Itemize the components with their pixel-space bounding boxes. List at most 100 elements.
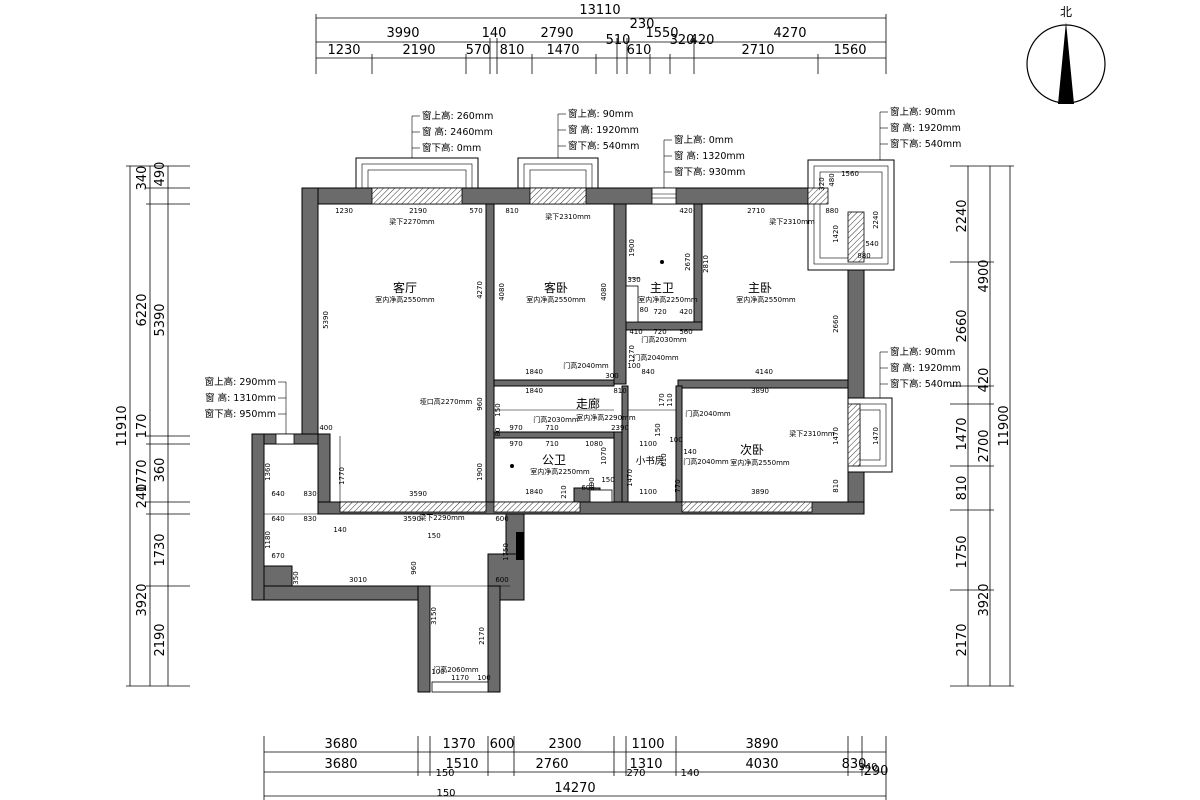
idim: 5390: [322, 311, 330, 329]
dim-bottom-r3: 270: [626, 768, 645, 779]
north-arrow-icon: [1058, 22, 1074, 104]
dim-left-r2: 360: [153, 458, 168, 483]
door-second: 门高2040mm: [685, 409, 731, 418]
room-second-height: 室内净高2550mm: [730, 458, 790, 467]
idim: 1420: [832, 225, 840, 243]
dim-top-r2: 2710: [741, 43, 774, 58]
idim: 970: [509, 424, 522, 432]
idim: 600: [495, 576, 508, 584]
w4-top: 窗上高: 90mm: [890, 106, 955, 118]
idim: 480: [828, 173, 836, 186]
w3-mid: 窗 高: 1320mm: [674, 150, 745, 162]
idim: 1470: [832, 427, 840, 445]
dim-bottom-r1: 3890: [745, 737, 778, 752]
room-guest-height: 室内净高2550mm: [526, 295, 586, 304]
idim: 830: [303, 515, 316, 523]
beam-bottom: 梁下2290mm: [419, 513, 465, 522]
w3-bottom: 窗下高: 930mm: [674, 166, 745, 178]
idim: 3890: [751, 387, 769, 395]
dim-right-r1: 3920: [977, 583, 992, 616]
dim-right: 2240 2660 1470 810 1750 2170 4900 420 27…: [950, 165, 1014, 687]
idim: 2670: [684, 253, 692, 271]
idim: 3890: [751, 488, 769, 496]
dim-left-r1: 340: [135, 166, 150, 191]
idim: 1170: [451, 674, 469, 682]
idim: 710: [545, 424, 558, 432]
w6-bottom: 窗下高: 950mm: [205, 408, 276, 420]
w2-top: 窗上高: 90mm: [568, 108, 633, 120]
dim-left-r1: 170: [135, 414, 150, 439]
dim-right-r1: 2700: [977, 429, 992, 462]
dim-right-r2: 2240: [955, 199, 970, 232]
door-pbath: 门高2030mm: [533, 415, 579, 424]
dim-bottom-r1: 600: [490, 737, 515, 752]
idim: 1080: [585, 440, 603, 448]
idim: 1100: [639, 488, 657, 496]
dim-left-r2: 1730: [153, 533, 168, 566]
window-notes: 窗上高: 260mm 窗 高: 2460mm 窗下高: 0mm 窗上高: 90m…: [205, 106, 961, 434]
door-entrance: 门高2060mm: [433, 665, 479, 674]
idim: 170: [658, 393, 666, 406]
dim-top-r2: 1560: [833, 43, 866, 58]
dim-left-r1: 240: [135, 484, 150, 509]
idim: 3010: [349, 576, 367, 584]
dim-bottom-r3: 340: [858, 762, 877, 773]
dim-bottom-r1: 2300: [548, 737, 581, 752]
dim-right-r2: 1750: [955, 535, 970, 568]
idim: 1840: [525, 488, 543, 496]
idim: 1900: [628, 239, 636, 257]
w2-mid: 窗 高: 1920mm: [568, 124, 639, 136]
dim-bottom-r2: 4030: [745, 757, 778, 772]
dim-top-r1: 230: [630, 17, 655, 32]
idim: 100: [669, 436, 682, 444]
dim-left-r2: 490: [153, 162, 168, 187]
idim: 1360: [264, 463, 272, 481]
room-corridor-height: 室内净高2290mm: [576, 413, 636, 422]
idim: 150: [654, 423, 662, 436]
door-study: 门高2040mm: [683, 457, 729, 466]
idim: 830: [303, 490, 316, 498]
room-corridor: 走廊: [576, 396, 600, 411]
idim: 100: [627, 362, 640, 370]
idim: 4080: [600, 283, 608, 301]
idim: 3590: [403, 515, 421, 523]
idim: 2170: [478, 627, 486, 645]
idim: 540: [865, 240, 878, 248]
idim: 640: [271, 490, 284, 498]
w1-mid: 窗 高: 2460mm: [422, 126, 493, 138]
idim: 210: [560, 485, 568, 498]
idim: 840: [641, 368, 654, 376]
room-guest: 客卧: [544, 280, 568, 295]
dim-left-r1: 6220: [135, 293, 150, 326]
idim: 600: [581, 484, 594, 492]
dim-left-r1: 1770: [135, 459, 150, 492]
room-second: 次卧: [740, 443, 764, 457]
dim-right-r2: 810: [955, 476, 970, 501]
idim: 2660: [832, 315, 840, 333]
dim-top-r2: 1230: [327, 43, 360, 58]
dim-left: 11910 340 6220 170 1770 240 3920 490 539…: [115, 162, 190, 687]
dim-bottom-r2: 1510: [445, 757, 478, 772]
idim: 150: [427, 532, 440, 540]
room-mbath: 主卫: [650, 281, 674, 295]
idim: 1100: [639, 440, 657, 448]
w5-mid: 窗 高: 1920mm: [890, 362, 961, 374]
w5-bottom: 窗下高: 540mm: [890, 378, 961, 390]
dim-bottom-r1: 3680: [324, 737, 357, 752]
dim-top-r2: 810: [500, 43, 525, 58]
idim: 2710: [747, 207, 765, 215]
door-guest: 门高2040mm: [563, 361, 609, 370]
idim: 960: [410, 561, 418, 574]
opening-height: 垭口高2270mm: [420, 397, 473, 406]
dim-bottom-r2: 1310: [629, 757, 662, 772]
idim: 670: [271, 552, 284, 560]
idim: 80: [640, 306, 649, 314]
idim: 1470: [872, 427, 880, 445]
room-living-height: 室内净高2550mm: [375, 295, 435, 304]
idim: 710: [545, 440, 558, 448]
idim: 720: [653, 308, 666, 316]
idim: 770: [674, 479, 682, 492]
room-pbath: 公卫: [542, 453, 566, 467]
idim: 810: [505, 207, 518, 215]
interior-dims: 1230 2190 570 5390 4270 400 1770 3590 19…: [264, 170, 880, 682]
